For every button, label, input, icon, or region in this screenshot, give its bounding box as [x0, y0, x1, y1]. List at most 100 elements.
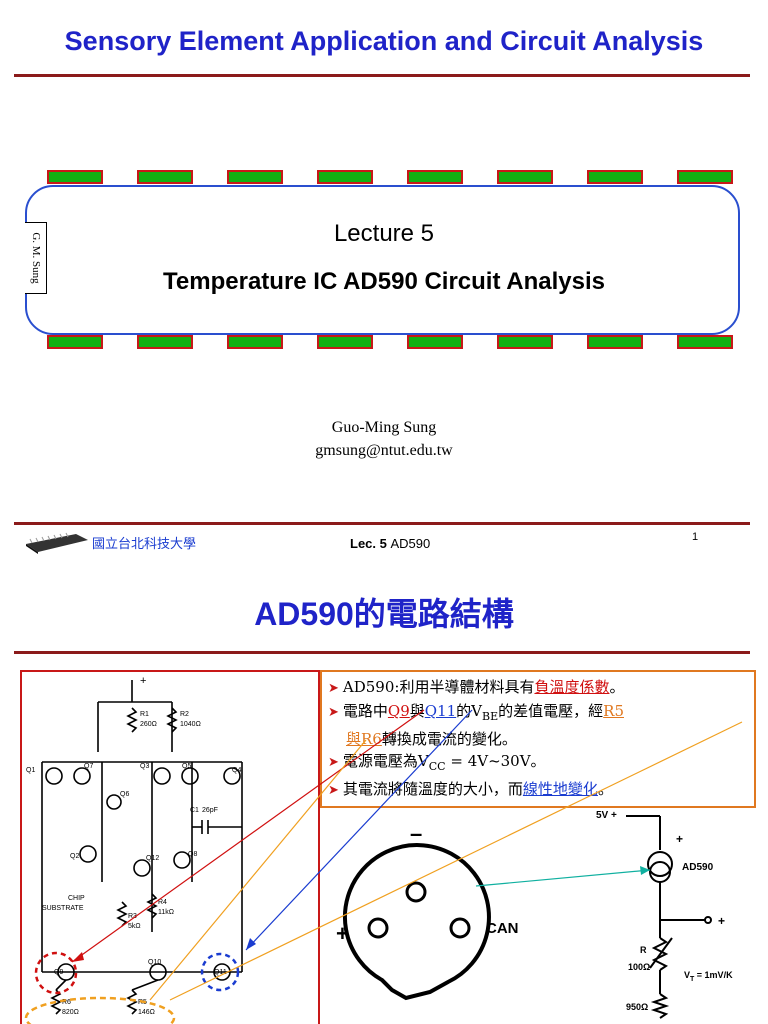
- bullet-arrow-icon: ➤: [328, 755, 339, 770]
- q9-highlight: [34, 951, 78, 995]
- r3-value: 5kΩ: [128, 923, 141, 930]
- q11-label: Q11: [214, 969, 227, 976]
- q7-label: Q7: [84, 763, 93, 770]
- chip-pin: [677, 170, 733, 184]
- q11-highlight: [200, 952, 240, 992]
- slide2-title-latin: AD590: [254, 596, 354, 632]
- slide1-footer-rule: [14, 522, 750, 525]
- q12-label: Q12: [146, 855, 159, 862]
- chip-pin: [227, 170, 283, 184]
- chip-pin: [407, 335, 463, 349]
- footer-university: 國立台北科技大學: [92, 537, 197, 552]
- bullet-text: Q9: [387, 702, 410, 720]
- bullet-arrow-icon: ➤: [328, 783, 339, 798]
- r5-value: 146Ω: [138, 1009, 155, 1016]
- schematic-plus: +: [140, 675, 146, 687]
- r1-value: 260Ω: [140, 721, 157, 728]
- tc-r-value: 100Ω: [628, 962, 651, 972]
- chip-pins-bottom: [0, 335, 768, 351]
- tc-plus-top: +: [676, 832, 684, 846]
- bullet-item: 與R6轉換成電流的變化。: [328, 728, 748, 750]
- bullet-box: ➤AD590:利用半導體材料具有負溫度係數。➤電路中Q9與Q11的VBE的差值電…: [320, 670, 756, 808]
- ic-logo-icon: [26, 532, 88, 554]
- r4-label: R4: [158, 899, 167, 906]
- chip-pin: [137, 335, 193, 349]
- footer-lecture: Lec. 5 AD590: [350, 536, 430, 552]
- r2-label: R2: [180, 711, 189, 718]
- q1-label: Q1: [26, 767, 35, 774]
- bullet-text: BE: [482, 710, 499, 723]
- q10-label: Q10: [148, 959, 161, 966]
- bullet-item: ➤電源電壓為VCC = 4V~30V。: [328, 750, 748, 778]
- bullet-text: = 4V~30V。: [445, 752, 546, 770]
- chip-pins-top: [0, 170, 768, 186]
- substrate-label: SUBSTRATE: [42, 905, 84, 912]
- bullet-text: 電路中: [342, 702, 388, 720]
- r4-value: 11kΩ: [158, 909, 174, 916]
- r3-label: R3: [128, 913, 137, 920]
- chip-pin: [137, 170, 193, 184]
- footer-lec-prefix: Lec. 5: [350, 536, 387, 551]
- chip-pin: [47, 170, 103, 184]
- chip-body: [25, 185, 740, 335]
- r2-value: 1040Ω: [180, 721, 201, 728]
- bullet-text: CC: [428, 760, 446, 773]
- chip-pin: [47, 335, 103, 349]
- r5-r6-highlight: [24, 996, 176, 1024]
- r6-value: 820Ω: [62, 1009, 79, 1016]
- bullet-text: 。: [609, 678, 625, 696]
- bullet-item: ➤AD590:利用半導體材料具有負溫度係數。: [328, 676, 748, 700]
- tc-out-plus: +: [718, 914, 726, 928]
- bullet-text: 與R6: [346, 730, 382, 748]
- tc-vt: VT = 1mV/K: [684, 970, 733, 985]
- bullet-arrow-icon: ➤: [328, 681, 339, 696]
- chip-pin: [497, 170, 553, 184]
- chip-pin: [587, 335, 643, 349]
- slide1-title: Sensory Element Application and Circuit …: [64, 26, 704, 56]
- can-package: [342, 843, 491, 1001]
- test-circuit: [626, 815, 712, 1019]
- tc-device: AD590: [682, 862, 714, 873]
- q3-label: Q3: [140, 763, 149, 770]
- q9-label: Q9: [54, 969, 63, 976]
- chip-pin: [407, 170, 463, 184]
- r6-arrow: [149, 739, 367, 1001]
- q9-arrow: [71, 709, 425, 963]
- q2-label: Q2: [70, 853, 79, 860]
- bullet-text: Q11: [424, 702, 457, 720]
- bullet-text: 負溫度係數: [534, 678, 610, 696]
- r5-arrow-top: [169, 721, 743, 1001]
- can-plus: +: [336, 921, 349, 946]
- q5-label: Q5: [182, 763, 191, 770]
- bullet-text: 轉換成電流的變化。: [381, 730, 517, 748]
- q6-label: Q6: [120, 791, 129, 798]
- bullet-text: 與: [409, 702, 425, 720]
- bullet-item: ➤電路中Q9與Q11的VBE的差值電壓，經R5: [328, 700, 748, 728]
- tc-vt-sub: T: [690, 975, 695, 983]
- q4-label: Q4: [232, 767, 241, 774]
- tc-r2-value: 950Ω: [626, 1002, 649, 1012]
- q11-arrow: [245, 709, 473, 951]
- bullet-text: R5: [603, 702, 624, 720]
- bullet-text: 線性地變化: [522, 780, 598, 798]
- author-email[interactable]: gmsung@ntut.edu.tw: [315, 442, 453, 459]
- chip-pin: [227, 335, 283, 349]
- c1-value: 26pF: [202, 807, 218, 814]
- tc-supply: 5V +: [596, 810, 617, 821]
- lecture-subtitle: Temperature IC AD590 Circuit Analysis: [163, 268, 605, 295]
- can-arrow: [475, 869, 651, 887]
- chip-notch: [25, 222, 47, 294]
- c1-label: C1: [190, 807, 199, 814]
- chip-label: CHIP: [68, 895, 85, 902]
- can-label: CAN: [486, 920, 519, 937]
- bullet-text: AD590:利用半導體材料具有: [342, 678, 535, 696]
- chip-pin: [677, 335, 733, 349]
- bullet-text: 電源電壓為V: [342, 752, 429, 770]
- tc-r-label: R: [640, 945, 647, 955]
- chip-pin: [317, 335, 373, 349]
- can-minus: –: [410, 821, 423, 846]
- page-number: 1: [692, 531, 699, 543]
- slide1-title-rule: [14, 74, 750, 77]
- bullet-text: 其電流將隨溫度的大小，而: [342, 780, 523, 798]
